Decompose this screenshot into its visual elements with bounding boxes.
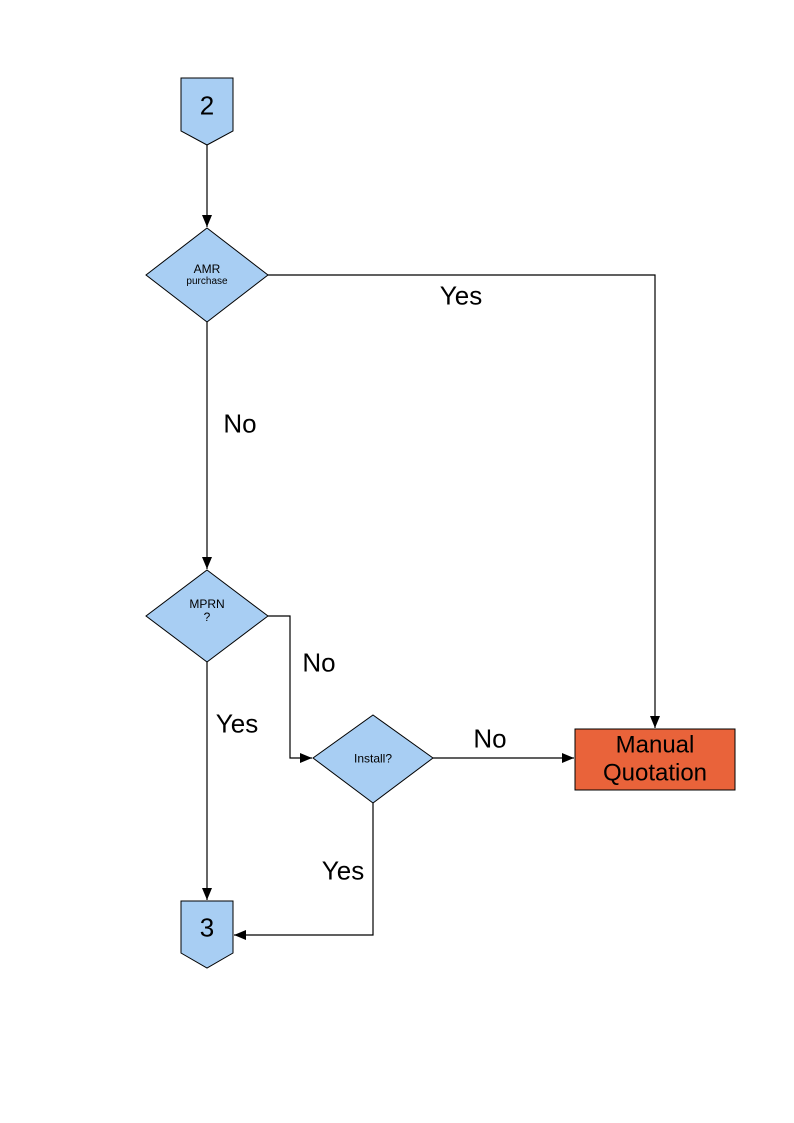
off-page-connector-3-shape bbox=[180, 900, 234, 969]
process-manual-quotation-label: Manual Quotation bbox=[602, 731, 708, 786]
process-manual-quotation-shape bbox=[574, 728, 736, 791]
edge-mprn-no-to-install bbox=[268, 615, 312, 763]
decision-install-shape bbox=[312, 714, 434, 804]
off-page-connector-2-shape bbox=[180, 77, 234, 146]
amr-label-line2: purchase bbox=[186, 276, 228, 288]
edge-label-install-no: No bbox=[473, 723, 507, 754]
edge-amr-yes-to-manual-quotation bbox=[268, 274, 660, 728]
amr-label-line1: AMR bbox=[193, 261, 221, 276]
off-page-connector-3-label: 3 bbox=[199, 912, 215, 943]
decision-amr-purchase-label: AMR purchase bbox=[186, 261, 228, 288]
edge-label-mprn-yes: Yes bbox=[215, 708, 259, 739]
edge-label-install-yes: Yes bbox=[321, 855, 365, 886]
decision-mprn-label: MPRN ? bbox=[189, 596, 225, 624]
edge-label-mprn-no: No bbox=[302, 647, 336, 678]
edge-install-yes-to-3 bbox=[234, 803, 374, 940]
edge-label-amr-no: No bbox=[223, 408, 257, 439]
mprn-label-line1: MPRN bbox=[189, 596, 225, 611]
off-page-connector-2-label: 2 bbox=[199, 90, 215, 121]
edge-label-amr-yes: Yes bbox=[439, 280, 483, 311]
decision-install-label: Install? bbox=[353, 751, 393, 766]
mprn-label-line2: ? bbox=[203, 610, 211, 624]
decision-mprn-shape bbox=[145, 569, 269, 663]
decision-amr-purchase-shape bbox=[145, 227, 269, 323]
